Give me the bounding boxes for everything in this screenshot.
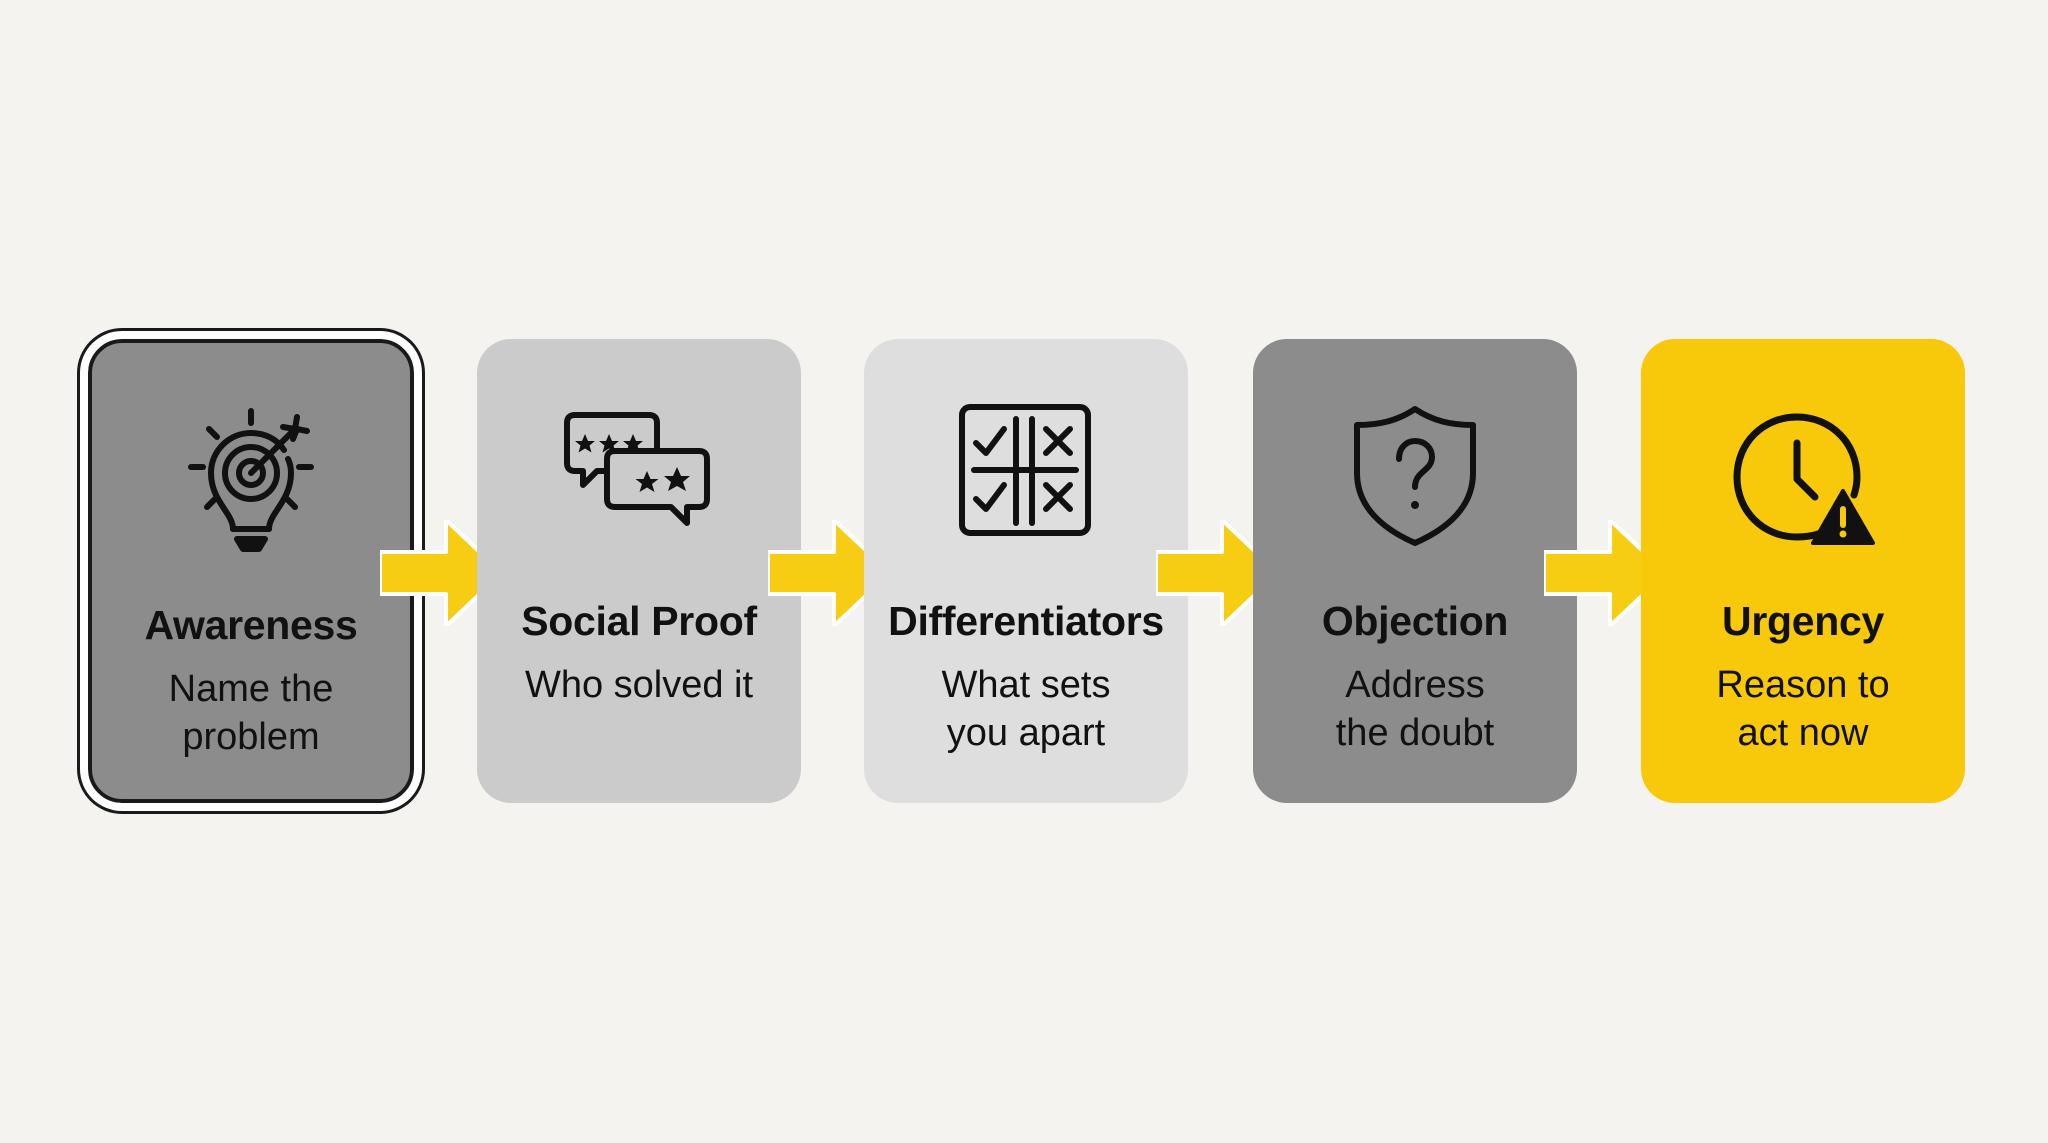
review-chat-bubbles-icon <box>477 401 801 551</box>
step-subtitle: Who solved it <box>524 664 754 706</box>
step-subtitle: Name the problem <box>168 668 334 758</box>
shield-question-icon <box>1253 401 1577 551</box>
flow-arrow <box>1156 520 1286 626</box>
step-title: Urgency <box>1722 598 1884 644</box>
step-card-social-proof[interactable]: Social Proof Who solved it <box>477 339 801 803</box>
step-title: Objection <box>1321 598 1509 644</box>
step-card-differentiators[interactable]: Differentiators What sets you apart <box>864 339 1188 803</box>
step-title: Social Proof <box>521 598 757 644</box>
flow-arrow <box>380 520 510 626</box>
step-card-awareness[interactable]: Awareness Name the problem <box>83 334 419 808</box>
lightbulb-target-icon <box>92 405 410 555</box>
flow-arrow <box>768 520 898 626</box>
step-card-objection[interactable]: Objection Address the doubt <box>1253 339 1577 803</box>
step-card-urgency[interactable]: Urgency Reason to act now <box>1641 339 1965 803</box>
step-title: Awareness <box>144 602 358 648</box>
clock-warning-icon <box>1641 401 1965 551</box>
step-subtitle: Reason to act now <box>1716 664 1890 754</box>
checklist-comparison-icon <box>864 401 1188 551</box>
flow-arrow <box>1544 520 1674 626</box>
step-subtitle: What sets you apart <box>941 664 1111 754</box>
step-title: Differentiators <box>888 598 1164 644</box>
step-subtitle: Address the doubt <box>1335 664 1495 754</box>
